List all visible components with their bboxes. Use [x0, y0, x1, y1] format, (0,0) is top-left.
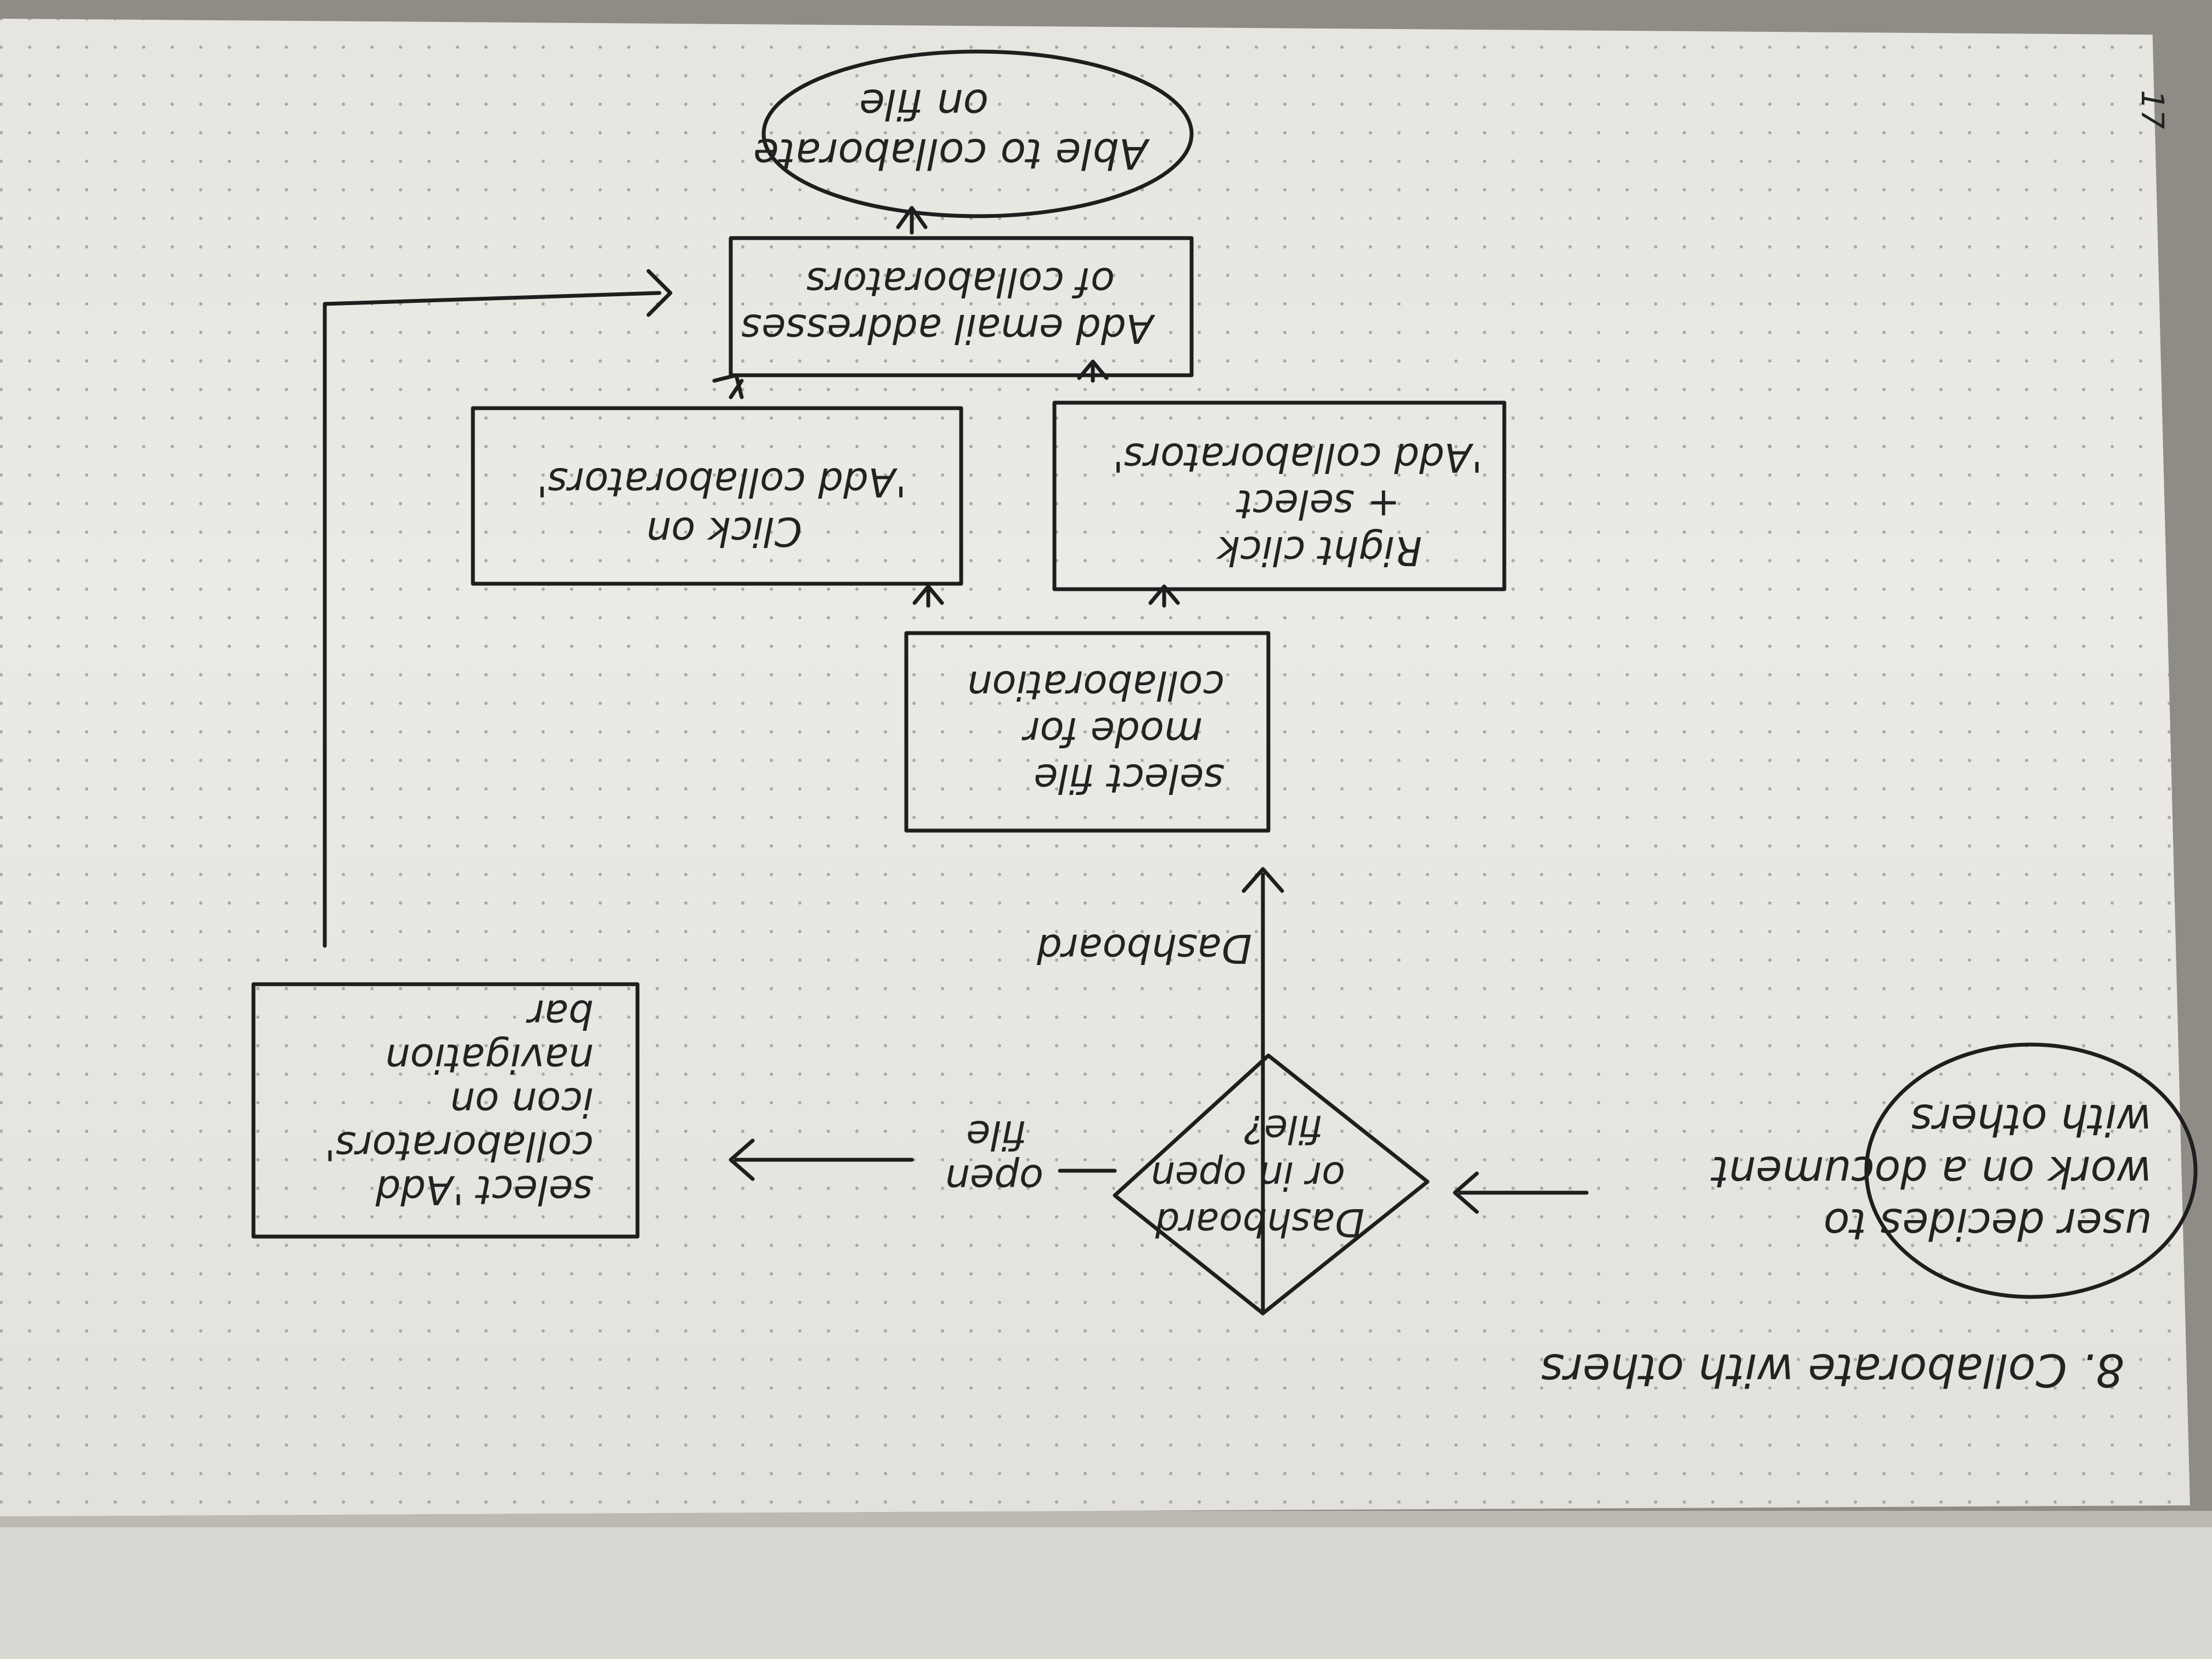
right-click-option-node: Right click + select 'Add collaborators' — [1052, 400, 1506, 591]
arrow-start-to-decision — [1453, 1171, 1589, 1214]
arrow-decision-to-select-file: Dashboard — [1036, 867, 1284, 1316]
arrow-select-add-to-email — [323, 269, 673, 948]
select-file-line3: collaboration — [967, 662, 1224, 708]
page-number: 17 — [2134, 90, 2170, 129]
arrow-email-to-end — [896, 206, 928, 235]
click-on-option-node: Click on 'Add collaborators' — [471, 406, 963, 586]
add-email-addresses-node: Add email addresses of collaborators — [729, 236, 1194, 377]
start-text-line2: work on a document — [1711, 1147, 2152, 1196]
edge-label-dashboard: Dashboard — [1036, 926, 1252, 972]
select-add-collaborators-node: select 'Add collaborators' icon on navig… — [251, 982, 640, 1239]
flowchart-title: 8. Collaborate with others — [1541, 1344, 2124, 1396]
select-add-line2: collaborators' — [325, 1123, 594, 1169]
right-click-line2: + select — [1235, 481, 1400, 527]
right-click-line3: 'Add collaborators' — [1113, 435, 1482, 481]
edge-label-file: file — [966, 1112, 1027, 1158]
select-add-line5: bar — [526, 991, 594, 1037]
arrow-decision-to-select-add: open file — [729, 1112, 1117, 1202]
decision-text-line1: Dashboard — [1155, 1200, 1364, 1245]
select-add-line3: icon on — [450, 1079, 594, 1125]
start-text-line3: with others — [1911, 1094, 2152, 1144]
edge-label-open: open — [945, 1156, 1043, 1202]
end-text-line2: on file — [859, 80, 989, 129]
arrow-select-file-to-click-on — [912, 584, 944, 608]
click-on-line2: 'Add collaborators' — [537, 459, 906, 505]
add-email-line2: of collaborators — [806, 259, 1115, 305]
select-file-line2: mode for — [1022, 709, 1203, 755]
select-file-mode-node: select file mode for collaboration — [904, 631, 1271, 833]
end-text-line1: Able to collaborate — [753, 129, 1150, 178]
select-add-line1: select 'Add — [375, 1167, 594, 1213]
end-oval-node: Able to collaborate on file — [753, 49, 1194, 218]
select-file-line1: select file — [1034, 755, 1224, 802]
notebook-back-page — [0, 1511, 2212, 1659]
decision-text-line3: file? — [1244, 1107, 1323, 1152]
add-email-line1: Add email addresses — [741, 306, 1155, 352]
decision-diamond-node: Dashboard or in open file? — [1113, 1053, 1430, 1316]
start-text-line1: user decides to — [1824, 1199, 2152, 1248]
start-oval-node: user decides to work on a document with … — [1711, 1042, 2198, 1299]
select-add-line4: navigation — [385, 1035, 594, 1081]
arrow-select-file-to-right-click — [1148, 584, 1180, 608]
click-on-line1: Click on — [646, 509, 802, 555]
arrow-right-click-to-email — [1077, 359, 1109, 383]
right-click-line1: Right click — [1215, 528, 1422, 574]
decision-text-line2: or in open — [1150, 1153, 1345, 1198]
